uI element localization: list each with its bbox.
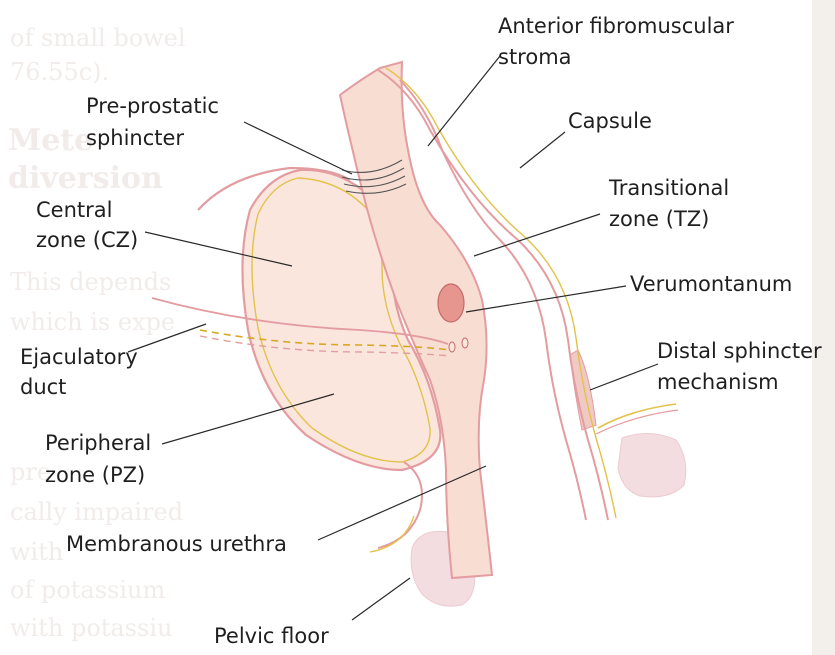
label-ejaculatory-line1: Ejaculatory	[20, 345, 138, 369]
lower-contour-yellow	[370, 516, 414, 552]
label-pre-prostatic-line2: sphincter	[86, 126, 184, 150]
label-central-zone: Central zone (CZ)	[36, 198, 138, 252]
peripheral-lower-contour	[378, 462, 422, 548]
label-membranous-urethra: Membranous urethra	[66, 532, 287, 556]
label-distal-line2: mechanism	[657, 370, 779, 394]
verumontanum-shape	[438, 284, 464, 322]
label-peripheral-line1: Peripheral	[45, 431, 151, 455]
label-anterior-line1: Anterior fibromuscular	[498, 14, 734, 38]
svg-text:of potassium: of potassium	[10, 576, 165, 604]
svg-text:of small bowel: of small bowel	[10, 24, 186, 52]
label-transitional-line2: zone (TZ)	[609, 207, 709, 231]
label-ejaculatory-line2: duct	[20, 375, 66, 399]
label-transitional-line1: Transitional	[608, 176, 729, 200]
label-pre-prostatic-sphincter: Pre-prostatic sphincter	[86, 94, 226, 150]
duct-opening-1	[449, 342, 455, 352]
svg-text:Mete: Mete	[8, 123, 93, 158]
label-verumontanum: Verumontanum	[630, 272, 792, 296]
label-peripheral-line2: zone (PZ)	[45, 463, 145, 487]
distal-sphincter-block	[618, 433, 686, 496]
label-central-zone-line2: zone (CZ)	[36, 228, 138, 252]
label-pelvic-floor: Pelvic floor	[214, 624, 329, 648]
label-central-zone-line1: Central	[36, 198, 112, 222]
label-peripheral-zone: Peripheral zone (PZ)	[45, 431, 158, 487]
svg-text:with potassiu: with potassiu	[10, 614, 172, 642]
label-distal-sphincter-mechanism: Distal sphincter mechanism	[657, 339, 828, 394]
label-anterior-line2: stroma	[498, 45, 572, 69]
duct-opening-2	[462, 338, 468, 348]
distal-contour	[598, 404, 676, 428]
page-edge	[812, 0, 835, 655]
label-distal-line1: Distal sphincter	[657, 339, 822, 363]
svg-text:76.55c).: 76.55c).	[10, 58, 109, 86]
label-pre-prostatic-line1: Pre-prostatic	[86, 94, 219, 118]
svg-text:This depends: This depends	[10, 268, 171, 296]
label-capsule: Capsule	[568, 109, 652, 133]
label-ejaculatory-duct: Ejaculatory duct	[20, 345, 144, 399]
svg-text:with: with	[10, 538, 63, 566]
svg-text:which is expe: which is expe	[10, 308, 175, 336]
svg-text:diversion: diversion	[8, 161, 163, 196]
label-anterior-fibromuscular-stroma: Anterior fibromuscular stroma	[498, 14, 741, 69]
label-transitional-zone: Transitional zone (TZ)	[608, 176, 736, 231]
svg-text:cally impaired: cally impaired	[10, 498, 183, 526]
